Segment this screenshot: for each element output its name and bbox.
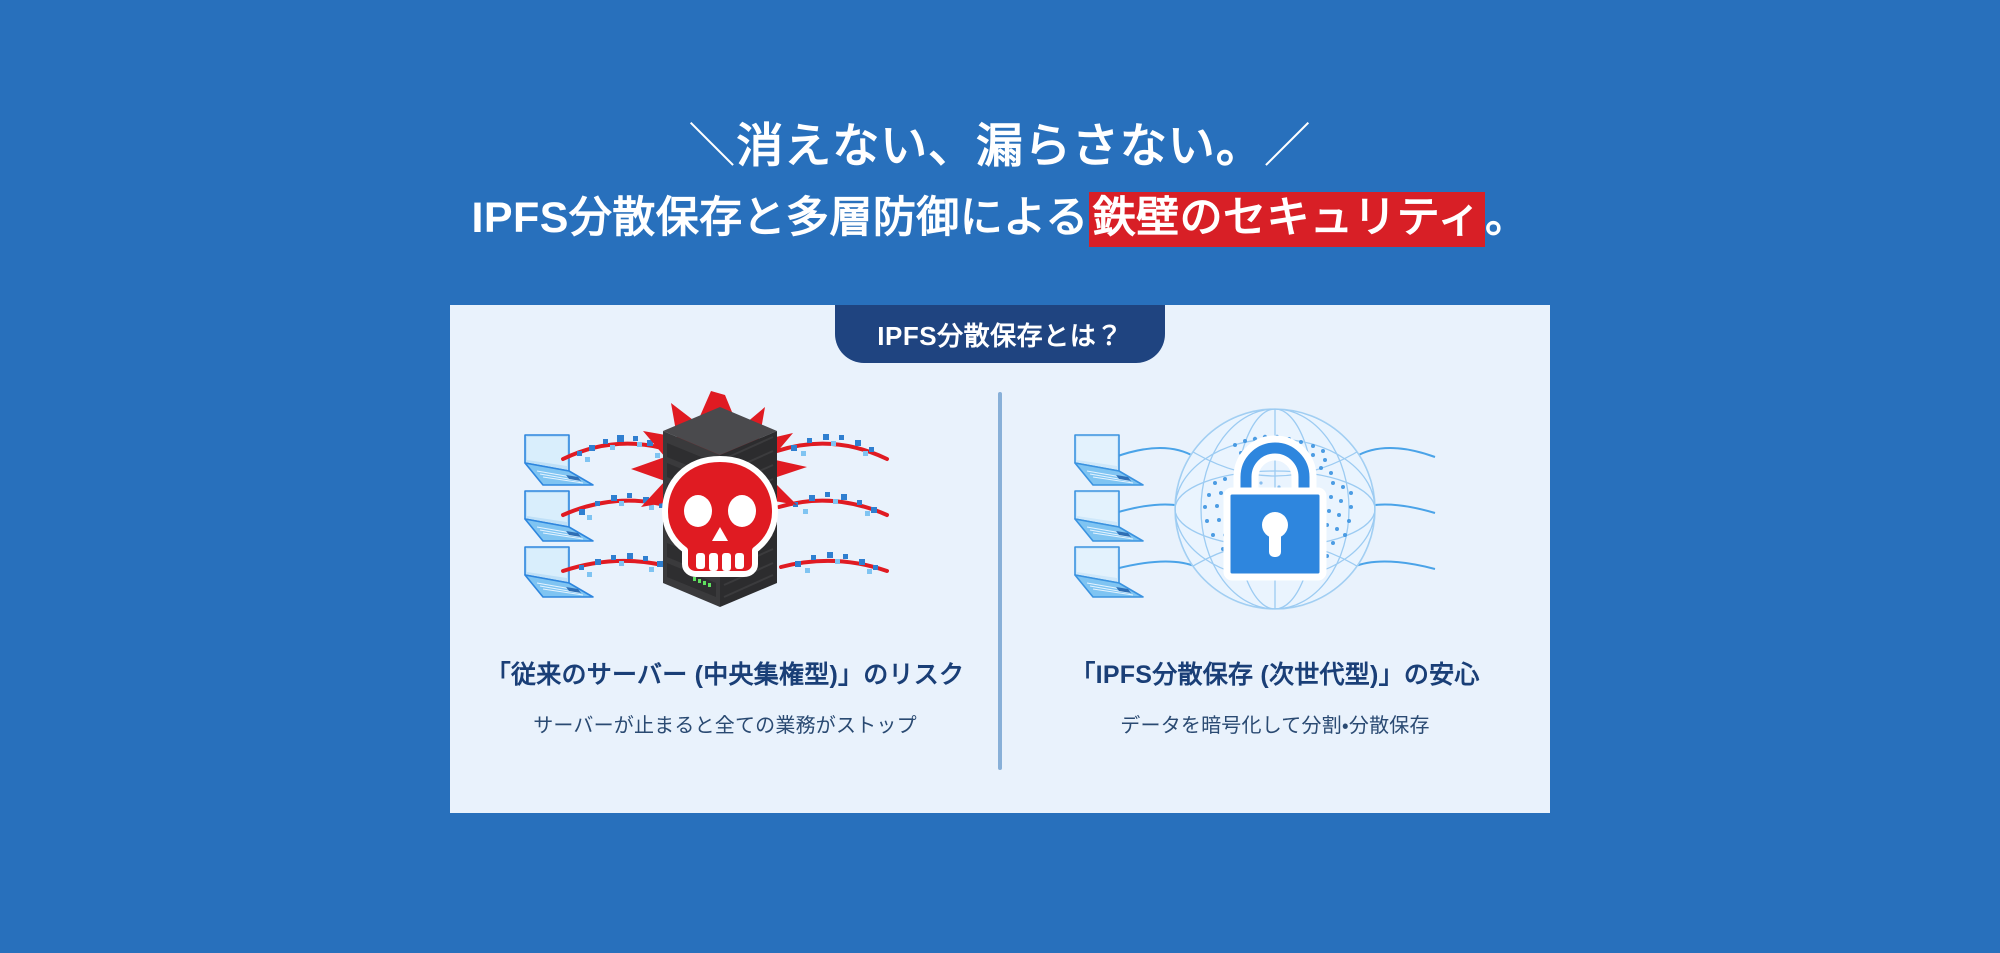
headline-block: ＼消えない、漏らさない。／ IPFS分散保存と多層防御による鉄壁のセキュリティ。 [0,0,2000,248]
server-skull-attack-illustration [524,391,889,607]
card-badge: IPFS分散保存とは？ [835,305,1165,363]
pane-divider [998,392,1002,770]
pane-title: 「IPFS分散保存 (次世代型)」の安心 [1070,661,1480,689]
pane-title: 「従来のサーバー (中央集権型)」のリスク [485,661,965,689]
lock-icon [1223,435,1327,581]
pane-subtitle: サーバーが止まると全ての業務がストップ [533,715,917,737]
headline-line-1: ＼消えない、漏らさない。／ [0,118,2000,173]
laptop-icon [524,490,594,542]
headline-highlight: 鉄壁のセキュリティ [1088,192,1486,248]
slash-open-mark: ＼ [688,119,737,172]
headline-line-1-text: 消えない、漏らさない。 [736,119,1264,172]
headline-line-2-suffix: 。 [1485,194,1529,243]
pane-container: 「従来のサーバー (中央集権型)」のリスク サーバーが止まると全ての業務がストッ… [450,363,1550,813]
laptop-icon [1074,546,1144,598]
laptop-icon [524,434,594,486]
broken-connection-arcs [561,434,889,577]
comparison-card: IPFS分散保存とは？ [450,305,1550,813]
laptop-icon [1074,434,1144,486]
headline-line-2: IPFS分散保存と多層防御による鉄壁のセキュリティ。 [0,192,2000,248]
laptop-icon [1074,490,1144,542]
card-badge-label: IPFS分散保存とは？ [877,320,1123,351]
pane-subtitle: データを暗号化して分割・分散保存 [1120,715,1430,737]
globe-padlock-network-illustration [1074,408,1436,610]
pane-ipfs-distributed: 「IPFS分散保存 (次世代型)」の安心 データを暗号化して分割・分散保存 [1000,363,1550,813]
pane-legacy-server: 「従来のサーバー (中央集権型)」のリスク サーバーが止まると全ての業務がストッ… [450,363,1000,813]
headline-line-2-prefix: IPFS分散保存と多層防御による [471,194,1089,243]
slash-close-mark: ／ [1263,119,1312,172]
skull-icon [662,456,778,577]
laptop-icon [524,546,594,598]
